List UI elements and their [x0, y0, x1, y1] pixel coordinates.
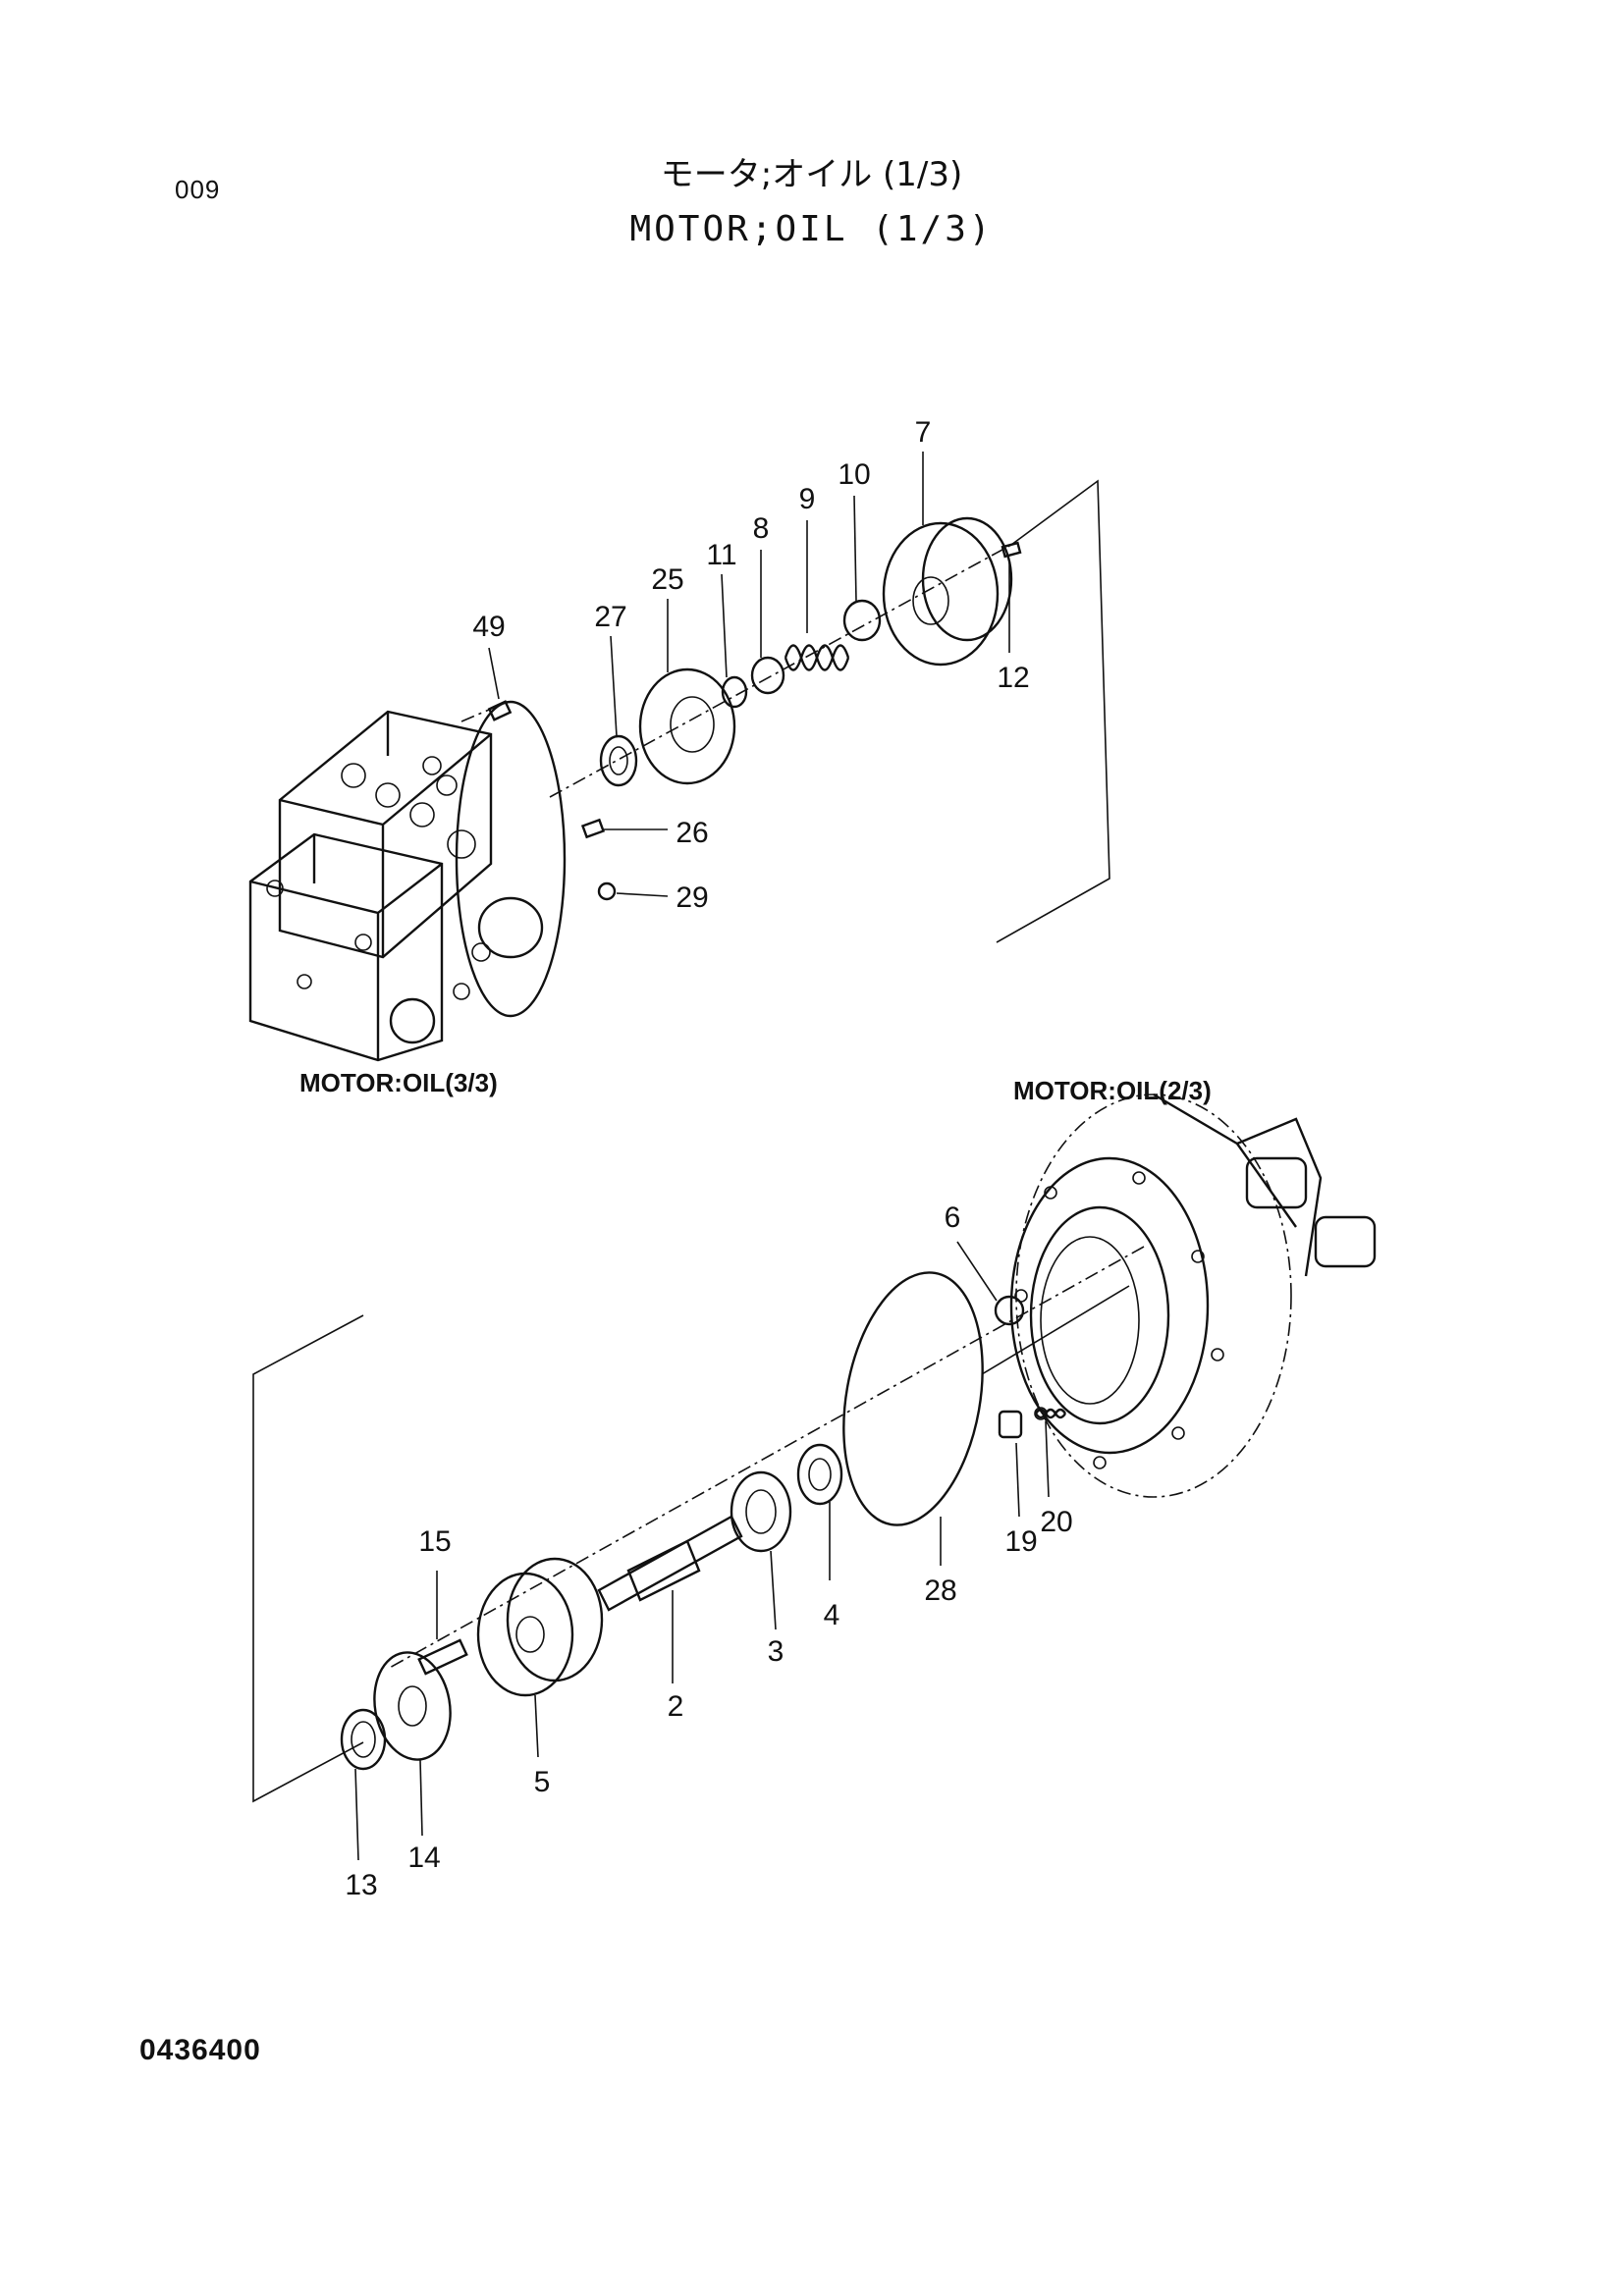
part-27-bearing: [599, 635, 638, 787]
part-20-set-screw: [1034, 1408, 1067, 1498]
callout-11: 11: [706, 539, 736, 571]
reduction-housing-drawing: [1009, 1093, 1377, 1498]
callout-4: 4: [824, 1599, 840, 1631]
callout-29: 29: [676, 881, 708, 914]
title-japanese: モータ;オイル (1/3): [660, 155, 963, 194]
part-25-plate: [638, 599, 736, 785]
callout-3: 3: [768, 1635, 784, 1668]
document-code: 0436400: [139, 2034, 261, 2066]
callout-49: 49: [472, 611, 505, 643]
callout-26: 26: [676, 817, 708, 849]
part-12-pin: [1001, 541, 1022, 653]
callout-5: 5: [534, 1766, 551, 1798]
callout-15: 15: [418, 1525, 451, 1558]
part-9-spring: [784, 520, 850, 671]
callout-19: 19: [1004, 1525, 1037, 1558]
callout-10: 10: [838, 458, 870, 491]
part-11-snap-ring: [721, 573, 748, 709]
callout-6: 6: [945, 1201, 961, 1234]
part-2-shaft: [597, 1515, 743, 1683]
callout-20: 20: [1040, 1506, 1072, 1538]
callout-25: 25: [651, 563, 683, 596]
callout-8: 8: [753, 512, 770, 545]
reference-lower: MOTOR:OIL(2/3): [1013, 1076, 1212, 1105]
callout-27: 27: [594, 601, 626, 633]
part-29-o-ring: [597, 881, 669, 901]
callout-7: 7: [915, 416, 932, 449]
page-code: 009: [175, 175, 221, 204]
reference-upper: MOTOR:OIL(3/3): [299, 1068, 498, 1097]
part-26-pin: [580, 818, 668, 839]
callout-14: 14: [407, 1842, 440, 1874]
part-6-ball: [956, 1241, 1025, 1326]
part-13-seal: [340, 1708, 387, 1861]
callout-13: 13: [345, 1869, 377, 1901]
part-8-ring: [750, 550, 785, 695]
part-7-valve-plate: [882, 452, 1013, 667]
callout-12: 12: [997, 662, 1029, 694]
callout-28: 28: [924, 1575, 956, 1607]
part-28-o-ring: [842, 1271, 984, 1566]
motor-housing-drawing: [248, 700, 567, 1062]
part-4-bearing: [796, 1443, 843, 1580]
callout-9: 9: [799, 483, 816, 515]
callout-2: 2: [668, 1690, 684, 1723]
part-5-drum: [476, 1557, 604, 1758]
part-15-pin: [417, 1571, 468, 1676]
part-10-ring: [842, 495, 882, 642]
title-english: MOTOR;OIL (1/3): [629, 209, 994, 249]
part-49-pin: [487, 647, 513, 721]
part-14-plate: [373, 1651, 452, 1837]
part-3-bearing: [730, 1470, 792, 1630]
part-19-plug: [998, 1410, 1023, 1518]
